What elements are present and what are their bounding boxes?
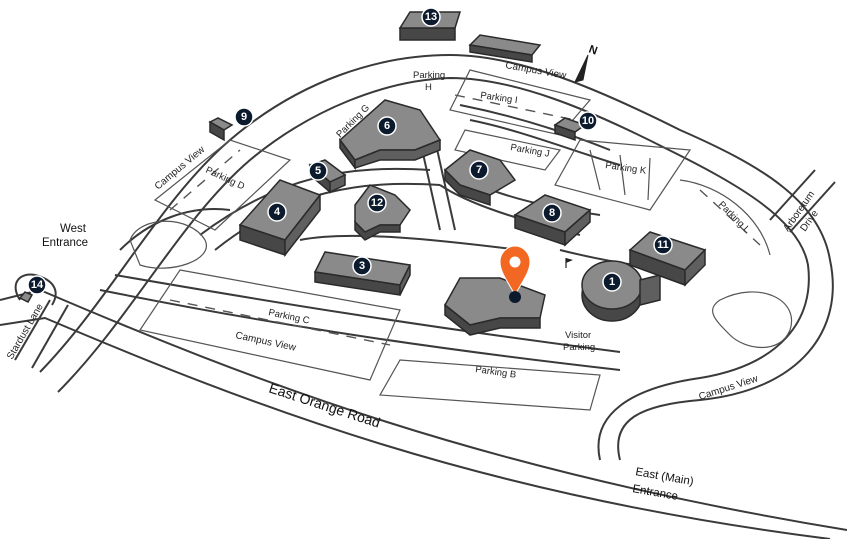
marker-14[interactable]: 14 [27,275,47,295]
svg-text:5: 5 [315,165,321,177]
svg-text:1: 1 [609,276,615,288]
buildings [18,11,707,336]
parking-lots [129,69,793,411]
label-parking-j: Parking J [509,142,550,160]
north-arrow-icon: N [574,44,599,83]
label-campus-view-top: Campus View [504,60,567,82]
label-west-entrance-1: West [60,223,87,235]
svg-text:3: 3 [359,260,365,272]
marker-13[interactable]: 13 [421,7,441,27]
label-parking-b: Parking B [475,364,517,381]
east-orange-road [0,289,847,539]
svg-text:8: 8 [549,207,555,219]
label-parking-h: Parking [413,70,445,81]
label-parking-i: Parking I [480,90,519,106]
svg-text:6: 6 [384,120,390,132]
svg-text:12: 12 [371,197,383,209]
svg-text:11: 11 [657,239,669,251]
label-east-orange-road: East Orange Road [267,380,382,431]
marker-8[interactable]: 8 [542,203,562,223]
marker-11[interactable]: 11 [653,235,673,255]
building-9[interactable] [208,117,234,142]
svg-text:9: 9 [241,111,247,123]
building-strip-top [468,34,542,63]
label-east-main-entrance-2: Entrance [631,483,678,503]
flag-icon [565,258,573,268]
svg-text:4: 4 [274,206,281,218]
label-campus-view-mid: Campus View [234,330,297,354]
label-parking-k: Parking K [605,160,648,177]
marker-7[interactable]: 7 [469,160,489,180]
marker-1[interactable]: 1 [602,272,622,292]
marker-9[interactable]: 9 [234,107,254,127]
marker-3[interactable]: 3 [352,256,372,276]
svg-text:13: 13 [425,11,437,23]
ring-road [39,54,834,461]
marker-12[interactable]: 12 [367,193,387,213]
label-west-entrance-2: Entrance [42,237,88,249]
marker-10[interactable]: 10 [578,111,598,131]
building-14[interactable] [18,291,34,303]
label-parking-h2: H [425,82,432,93]
building-12[interactable] [354,184,411,241]
stardust-lane [14,273,69,369]
svg-text:7: 7 [476,164,482,176]
marker-5[interactable]: 5 [308,161,328,181]
label-visitor-parking-2: Parking [563,342,595,353]
location-pin-icon[interactable] [499,245,531,303]
svg-text:14: 14 [31,279,44,291]
label-north: N [587,44,599,58]
marker-4[interactable]: 4 [267,202,287,222]
label-parking-l: Parking L [716,199,752,235]
building-1[interactable] [581,260,661,322]
markers: 13 9 10 6 5 7 12 4 8 11 3 1 14 [27,7,673,295]
label-visitor-parking-1: Visitor [565,330,591,341]
building-highlighted[interactable] [444,277,546,336]
svg-text:10: 10 [582,115,594,127]
marker-6[interactable]: 6 [377,116,397,136]
arboretum-drive [769,169,836,233]
